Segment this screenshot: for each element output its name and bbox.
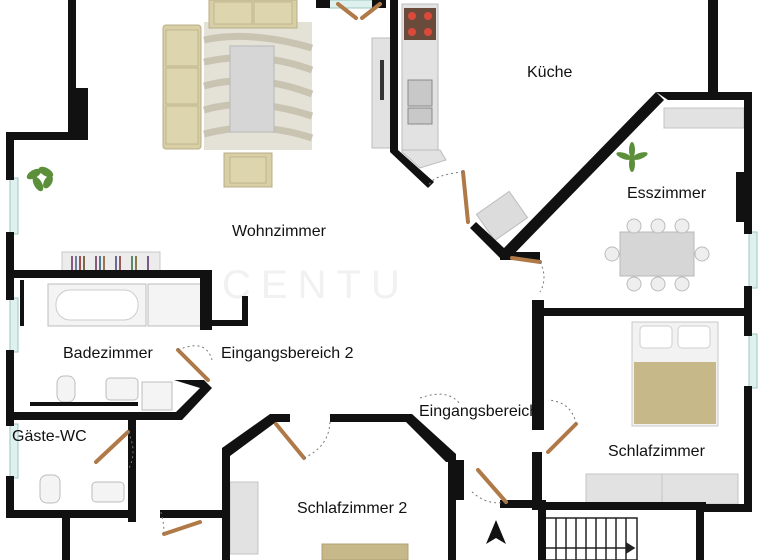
- sofa-left: [162, 24, 202, 150]
- bedroom2-wardrobe: [229, 481, 259, 555]
- double-bed: [631, 321, 719, 427]
- armchair-top: [208, 0, 298, 29]
- bath-sink: [105, 377, 139, 401]
- doors: [94, 2, 578, 536]
- dining-plant-icon: [616, 142, 648, 172]
- room-label-eingangsbereich-2: Eingangsbereich 2: [221, 345, 354, 362]
- plant-icon: [26, 166, 54, 192]
- room-label-gaeste-wc: Gäste-WC: [12, 428, 87, 445]
- kitchen-cabinet: [475, 190, 529, 242]
- washing-machine: [141, 381, 173, 411]
- entrance-arrow-icon: [486, 520, 506, 544]
- bath-toilet: [56, 375, 76, 403]
- door-swings: [127, 171, 577, 535]
- room-label-esszimmer: Esszimmer: [627, 185, 707, 202]
- room-label-schlafzimmer: Schlafzimmer: [608, 443, 706, 460]
- room-label-eingangsbereich: Eingangsbereich: [419, 403, 538, 420]
- wc-sink: [91, 481, 125, 503]
- room-label-schlafzimmer-2: Schlafzimmer 2: [297, 500, 407, 517]
- dining-table: [604, 218, 710, 292]
- room-label-kueche: Küche: [527, 64, 572, 81]
- watermark: CENTU: [222, 263, 410, 307]
- shower-tray: [147, 283, 205, 327]
- armchair-bottom: [223, 152, 273, 188]
- bedroom2-bed: [321, 543, 409, 560]
- bathtub: [47, 283, 147, 327]
- kitchen-counter: [371, 3, 447, 169]
- room-label-badezimmer: Badezimmer: [63, 345, 153, 362]
- dining-sideboard: [663, 107, 745, 129]
- living-room-rug: [202, 22, 314, 150]
- bookshelf: [61, 251, 161, 273]
- room-label-wohnzimmer: Wohnzimmer: [232, 223, 327, 240]
- walls: [6, 0, 752, 560]
- stairs-icon: [544, 517, 638, 560]
- wc-toilet: [39, 474, 61, 504]
